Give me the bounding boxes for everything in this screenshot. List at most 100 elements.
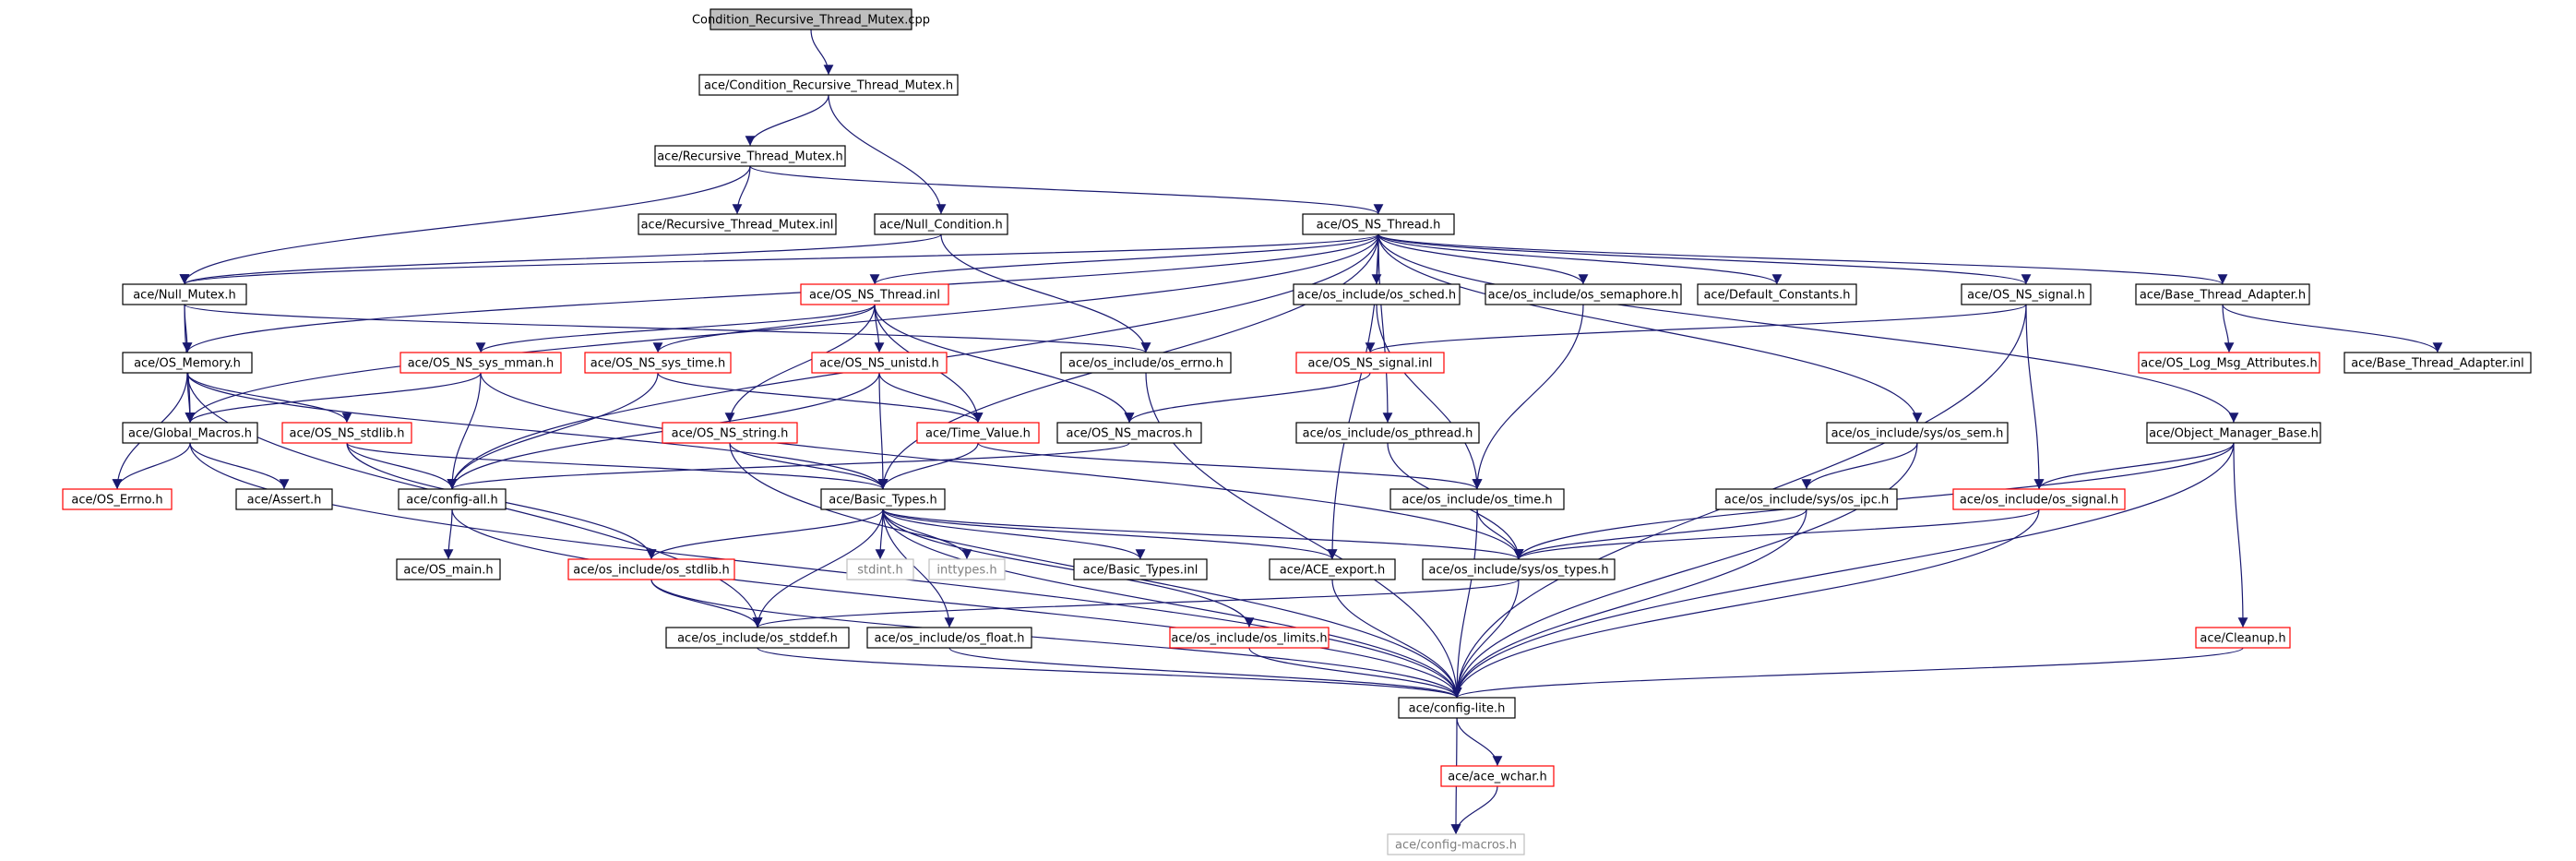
node-box <box>654 145 846 167</box>
node-label: inttypes.h <box>936 564 996 578</box>
node-box <box>1302 213 1455 235</box>
node-rtm-h[interactable]: ace/Recursive_Thread_Mutex.h <box>654 145 846 167</box>
node-os-sem[interactable]: ace/os_include/sys/os_sem.h <box>1826 422 2009 444</box>
node-omb[interactable]: ace/Object_Manager_Base.h <box>2146 422 2321 444</box>
node-assert-h[interactable]: ace/Assert.h <box>235 488 333 510</box>
node-os-limits[interactable]: ace/os_include/os_limits.h <box>1169 627 1330 649</box>
dependency-edge-os_signal-to-os_types <box>1513 508 2040 560</box>
dependency-edge-osnsthread-to-bta_h <box>1377 233 2227 285</box>
dependency-edge-ns_macros-to-config_all <box>447 442 1130 490</box>
node-osnsthread[interactable]: ace/OS_NS_Thread.h <box>1302 213 1455 235</box>
node-box <box>638 213 837 235</box>
node-root[interactable]: Condition_Recursive_Thread_Mutex.cpp <box>692 8 930 30</box>
node-os-errno[interactable]: ace/os_include/os_errno.h <box>1060 352 1232 374</box>
node-basic-types[interactable]: ace/Basic_Types.h <box>820 488 946 510</box>
node-os-signal[interactable]: ace/os_include/os_signal.h <box>1952 488 2126 510</box>
node-ace-export[interactable]: ace/ACE_export.h <box>1269 558 1396 580</box>
dependency-edge-osnssignal-to-os_signal <box>2025 304 2045 490</box>
node-unistd[interactable]: ace/OS_NS_unistd.h <box>811 352 948 374</box>
node-null-mutex[interactable]: ace/Null_Mutex.h <box>122 283 247 305</box>
node-os-semaphore[interactable]: ace/os_include/os_semaphore.h <box>1485 283 1682 305</box>
node-box <box>396 558 501 580</box>
dependency-edge-osnsthread-to-ace_export <box>1327 233 1379 560</box>
node-crtm-h[interactable]: ace/Condition_Recursive_Thread_Mutex.h <box>698 74 959 96</box>
node-label: ace/Condition_Recursive_Thread_Mutex.h <box>704 79 953 93</box>
node-global-macros[interactable]: ace/Global_Macros.h <box>122 422 258 444</box>
node-label: ace/Basic_Types.inl <box>1083 564 1199 578</box>
node-label: ace/os_include/os_errno.h <box>1068 357 1223 371</box>
node-config-lite[interactable]: ace/config-lite.h <box>1398 697 1516 719</box>
dependency-edge-osnsthread-to-default_const <box>1377 233 1783 285</box>
edges-layer <box>112 29 2443 835</box>
node-label: ace/Time_Value.h <box>925 427 1031 441</box>
node-box <box>400 352 562 374</box>
node-label: ace/OS_NS_signal.h <box>1967 289 2085 303</box>
node-signal-inl[interactable]: ace/OS_NS_signal.inl <box>1295 352 1445 374</box>
node-osnssignal[interactable]: ace/OS_NS_signal.h <box>1961 283 2092 305</box>
dependency-edge-systime-to-config_all <box>447 372 659 490</box>
node-ns-string[interactable]: ace/OS_NS_string.h <box>662 422 798 444</box>
dependency-edge-osnssignal-to-signal_inl <box>1365 304 2027 353</box>
node-os-errno-h[interactable]: ace/OS_Errno.h <box>62 488 173 510</box>
node-box <box>1422 558 1616 580</box>
node-default-const[interactable]: ace/Default_Constants.h <box>1697 283 1857 305</box>
node-label: ace/Default_Constants.h <box>1703 289 1850 303</box>
node-label: ace/OS_NS_sys_mman.h <box>408 357 555 371</box>
node-config-all[interactable]: ace/config-all.h <box>398 488 507 510</box>
node-os-types[interactable]: ace/os_include/sys/os_types.h <box>1422 558 1616 580</box>
node-os-float[interactable]: ace/os_include/os_float.h <box>866 627 1032 649</box>
node-box <box>1295 422 1480 444</box>
dependency-edge-os_errno-to-config_lite <box>1145 372 1462 699</box>
node-box <box>281 422 412 444</box>
dependency-edge-time_value-to-basic_types <box>877 442 979 490</box>
dependency-edge-root-to-crtm_h <box>810 29 834 76</box>
node-stdint[interactable]: stdint.h <box>846 558 914 580</box>
node-label: ace/os_include/os_stddef.h <box>677 632 838 646</box>
node-inttypes[interactable]: inttypes.h <box>928 558 1006 580</box>
dependency-edge-os_types-to-config_lite <box>1451 579 1520 699</box>
node-mman[interactable]: ace/OS_NS_sys_mman.h <box>400 352 562 374</box>
node-os-stdlib[interactable]: ace/os_include/os_stdlib.h <box>567 558 735 580</box>
node-time-value[interactable]: ace/Time_Value.h <box>916 422 1040 444</box>
node-rtm-inl[interactable]: ace/Recursive_Thread_Mutex.inl <box>638 213 837 235</box>
node-label: ace/OS_NS_string.h <box>672 427 789 441</box>
node-os-memory[interactable]: ace/OS_Memory.h <box>122 352 253 374</box>
node-label: ace/OS_main.h <box>403 564 493 578</box>
node-ace-wchar[interactable]: ace/ace_wchar.h <box>1440 765 1555 787</box>
node-os-sched[interactable]: ace/os_include/os_sched.h <box>1293 283 1461 305</box>
dependency-edge-config_all-to-os_main <box>443 508 454 560</box>
node-box <box>1169 627 1330 649</box>
node-stdlib[interactable]: ace/OS_NS_stdlib.h <box>281 422 412 444</box>
dependency-edge-os_memory-to-stdlib <box>186 372 352 424</box>
node-config-macros[interactable]: ace/config-macros.h <box>1387 833 1525 855</box>
node-os-pthread[interactable]: ace/os_include/os_pthread.h <box>1295 422 1480 444</box>
node-ns-macros[interactable]: ace/OS_NS_macros.h <box>1056 422 1202 444</box>
dependency-edge-crtm_h-to-null_cond <box>828 94 947 215</box>
node-box <box>1485 283 1682 305</box>
node-label: ace/config-macros.h <box>1395 839 1517 853</box>
node-os-main[interactable]: ace/OS_main.h <box>396 558 501 580</box>
node-box <box>800 283 949 305</box>
node-bta-inl[interactable]: ace/Base_Thread_Adapter.inl <box>2343 352 2532 374</box>
dependency-edge-osnsthread_inl-to-systime <box>652 304 876 353</box>
node-label: ace/Basic_Types.h <box>829 494 936 508</box>
node-box <box>62 488 173 510</box>
dependency-edge-bta_h-to-log_attr <box>2222 304 2235 353</box>
dependency-edge-rtm_h-to-osnsthread <box>749 165 1384 215</box>
node-os-stddef[interactable]: ace/os_include/os_stddef.h <box>665 627 850 649</box>
node-log-attr[interactable]: ace/OS_Log_Msg_Attributes.h <box>2138 352 2320 374</box>
node-bta-h[interactable]: ace/Base_Thread_Adapter.h <box>2135 283 2310 305</box>
node-label: ace/OS_NS_sys_time.h <box>590 357 725 371</box>
node-osnsthread-inl[interactable]: ace/OS_NS_Thread.inl <box>800 283 949 305</box>
dependency-edge-basic_types-to-bt_inl <box>882 508 1146 560</box>
node-systime[interactable]: ace/OS_NS_sys_time.h <box>584 352 732 374</box>
dependency-edge-ns_string-to-basic_types <box>729 442 888 490</box>
node-os-time[interactable]: ace/os_include/os_time.h <box>1389 488 1565 510</box>
node-os-ipc[interactable]: ace/os_include/sys/os_ipc.h <box>1715 488 1898 510</box>
node-label: ace/config-all.h <box>406 494 498 508</box>
node-bt-inl[interactable]: ace/Basic_Types.inl <box>1073 558 1208 580</box>
node-null-cond[interactable]: ace/Null_Condition.h <box>874 213 1008 235</box>
dependency-edge-ace_wchar-to-config_macros <box>1450 785 1498 835</box>
node-cleanup[interactable]: ace/Cleanup.h <box>2195 627 2291 649</box>
dependency-edge-crtm_h-to-rtm_h <box>745 94 829 147</box>
